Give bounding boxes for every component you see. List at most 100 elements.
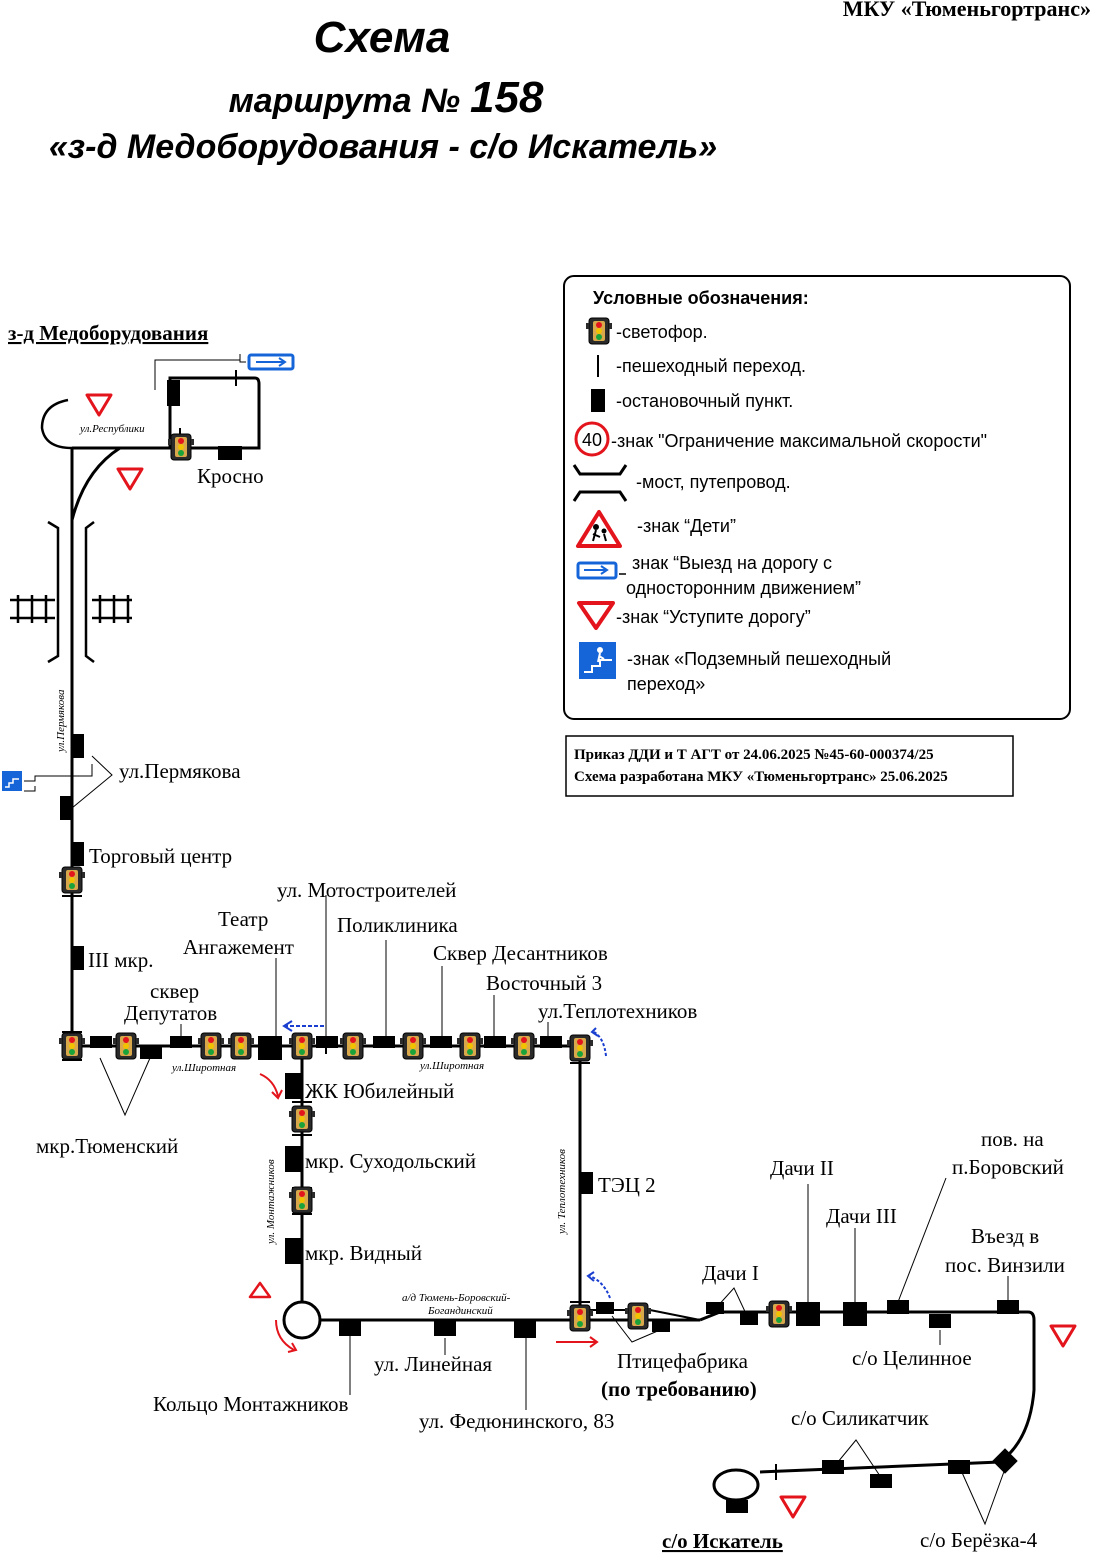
- give-way-sign-icon: [779, 1495, 807, 1519]
- traffic-light-icon: [112, 1032, 140, 1060]
- stop-label-third-mkr: III мкр.: [88, 948, 153, 972]
- stop-marker: [740, 1313, 758, 1325]
- red-arrow-icon: [259, 1073, 279, 1097]
- street-shirotnaya-2: ул.Широтная: [419, 1060, 484, 1072]
- stop-marker: [258, 1036, 282, 1060]
- stop-marker: [822, 1460, 844, 1474]
- stop-label-berezka: с/о Берёзка-4: [920, 1528, 1038, 1552]
- traffic-light-icon: [624, 1302, 652, 1330]
- stop-label-silikatchik: с/о Силикатчик: [791, 1406, 930, 1430]
- stop-marker: [929, 1314, 951, 1328]
- legend-children: -знак “Дети”: [637, 516, 736, 536]
- give-way-sign-icon: [116, 467, 144, 491]
- org-name: МКУ «Тюменьгортранс»: [843, 0, 1091, 21]
- legend-crosswalk: -пешеходный переход.: [616, 356, 806, 376]
- roundabout-montazhnikov: [282, 1300, 322, 1340]
- stop-marker: [316, 1036, 338, 1048]
- stop-marker: [170, 1036, 192, 1048]
- legend-speed-limit: -знак "Ограничение максимальной скорости…: [611, 431, 987, 451]
- stop-label-dachi-1: Дачи I: [702, 1261, 759, 1285]
- stop-marker: [72, 946, 84, 970]
- stop-marker: [726, 1500, 748, 1513]
- traffic-light-icon: [399, 1032, 427, 1060]
- stop-label-theatre-1: Театр: [218, 907, 268, 931]
- children-sign-icon: [576, 510, 622, 548]
- route-line: маршрута № 158: [229, 73, 544, 122]
- stop-marker: [167, 380, 180, 406]
- order-line-1: Приказ ДДИ и Т АГТ от 24.06.2025 №45-60-…: [574, 747, 934, 763]
- bridge-icon: [10, 520, 132, 664]
- give-way-sign-icon: [577, 601, 615, 630]
- legend: Условные обозначения: -светофор. -пешехо…: [563, 275, 1071, 720]
- stop-marker: [887, 1300, 909, 1314]
- stop-label-vidny: мкр. Видный: [305, 1241, 422, 1265]
- stop-marker: [843, 1302, 867, 1326]
- stop-label-ptitsefabrika: Птицефабрика: [617, 1349, 749, 1373]
- stop-marker: [430, 1036, 452, 1048]
- stop-marker: [484, 1036, 506, 1048]
- stop-marker: [285, 1073, 301, 1099]
- stop-label-tets: ТЭЦ 2: [598, 1173, 656, 1197]
- stop-marker: [60, 796, 72, 820]
- leader-lines: [71, 354, 1009, 1526]
- stop-label-vinzili-1: Въезд в: [971, 1224, 1039, 1248]
- route-number: 158: [470, 73, 544, 122]
- traffic-light-icon: [167, 433, 195, 461]
- legend-oneway-2: односторонним движением”: [626, 578, 861, 598]
- traffic-light-icon: [585, 317, 613, 345]
- traffic-light-icon: [566, 1304, 594, 1332]
- stop-label-dachi-2: Дачи II: [770, 1156, 834, 1180]
- terminal-loop-iskatel: [712, 1468, 760, 1502]
- legend-traffic-light: -светофор.: [616, 322, 708, 342]
- stop-label-theatre-2: Ангажемент: [183, 935, 294, 959]
- street-montazhnikov: ул. Монтажников: [265, 1159, 277, 1245]
- stop-marker: [72, 734, 84, 758]
- stop-label-sukhodolsky: мкр. Суходольский: [305, 1149, 476, 1173]
- stop-label-borovsky-1: пов. на: [981, 1127, 1044, 1151]
- route-line-text: маршрута №: [229, 82, 460, 120]
- legend-oneway-1: знак “Выезд на дорогу с: [632, 553, 832, 573]
- stop-label-sqver-dep-1: сквер: [150, 979, 199, 1003]
- stop-marker: [796, 1302, 820, 1326]
- street-shirotnaya-1: ул.Широтная: [171, 1062, 236, 1074]
- stop-label-terminal-end: с/о Искатель: [662, 1529, 783, 1553]
- stop-marker: [72, 842, 84, 866]
- stop-label-sqver-dep-2: Депутатов: [124, 1001, 217, 1025]
- traffic-light-icon: [58, 1032, 86, 1060]
- stop-label-sqver-desant: Сквер Десантников: [433, 941, 608, 965]
- traffic-light-icon: [339, 1032, 367, 1060]
- stop-marker: [870, 1474, 892, 1488]
- stop-marker: [285, 1146, 301, 1172]
- legend-stop: -остановочный пункт.: [616, 391, 793, 411]
- stop-marker: [706, 1302, 724, 1314]
- stop-label-terminal-start: з-д Медоборудования: [8, 321, 208, 345]
- stop-label-fedyuninskogo: ул. Федюнинского, 83: [419, 1409, 614, 1433]
- stop-label-koltso: Кольцо Монтажников: [153, 1392, 348, 1416]
- stop-marker: [948, 1460, 970, 1474]
- traffic-light-icon: [227, 1032, 255, 1060]
- stop-marker: [652, 1320, 670, 1332]
- stop-marker: [540, 1036, 562, 1048]
- stop-marker: [580, 1172, 593, 1194]
- underpass-sign-icon: [579, 642, 616, 679]
- underpass-sign-icon: [2, 771, 22, 791]
- give-way-sign-icon: [85, 393, 113, 417]
- legend-title: Условные обозначения:: [593, 288, 809, 308]
- street-respubliki: ул.Республики: [79, 423, 145, 435]
- traffic-light-icon: [288, 1032, 316, 1060]
- traffic-light-icon: [58, 866, 86, 894]
- red-arrow-icon: [275, 1319, 295, 1351]
- stop-label-vinzili-2: пос. Винзили: [945, 1253, 1065, 1277]
- direction-arrows: [259, 1020, 611, 1353]
- stop-marker: [285, 1238, 301, 1264]
- traffic-light-icon: [510, 1032, 538, 1060]
- order-line-2: Схема разработана МКУ «Тюменьгортранс» 2…: [574, 769, 948, 785]
- stop-label-borovsky-2: п.Боровский: [952, 1155, 1064, 1179]
- stop-marker: [339, 1320, 361, 1336]
- stop-marker: [373, 1036, 395, 1048]
- legend-underpass-2: переход»: [627, 674, 705, 694]
- stop-marker: [140, 1047, 162, 1059]
- stop-label-krosno: Кросно: [197, 464, 264, 488]
- stop-label-trade-center: Торговый центр: [89, 844, 232, 868]
